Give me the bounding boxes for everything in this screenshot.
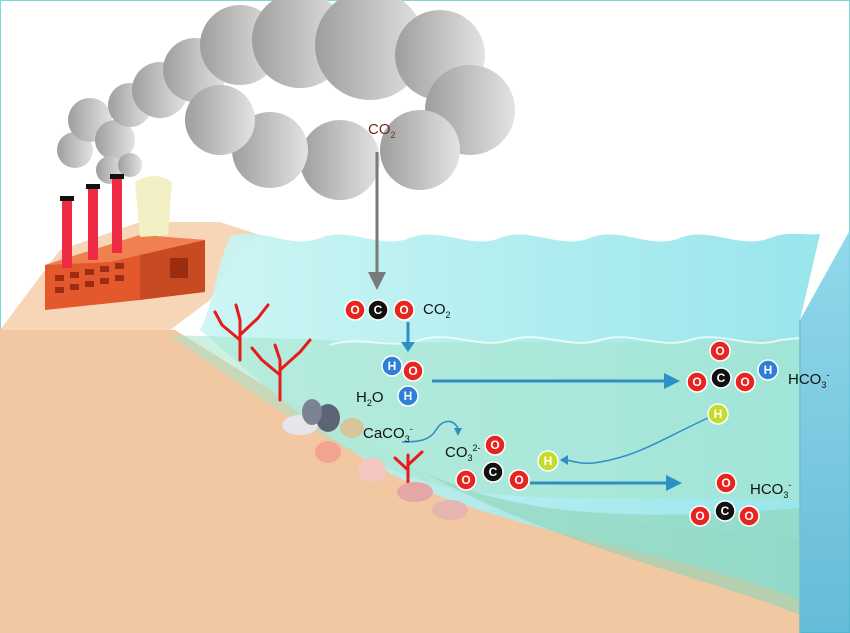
carbon-atom: C [710, 367, 732, 389]
water-to-bicarbonate-arrow [432, 373, 680, 389]
hydrogen-atom-circle [381, 355, 403, 377]
smoke-cloud [57, 0, 515, 200]
oxygen-atom-circle [686, 371, 708, 393]
oxygen-atom-circle [689, 505, 711, 527]
hydrogen-atom-circle [757, 359, 779, 381]
hydrogen-atom-letter: H [404, 389, 413, 403]
carbon-atom-circle [710, 367, 732, 389]
hydrogen-atom: H [757, 359, 779, 381]
oxygen-atom-circle [738, 505, 760, 527]
red-coral [213, 303, 424, 487]
hydrogen-ion-letter: H [714, 407, 723, 421]
hco3-bottom-label: HCO3- [750, 480, 792, 500]
shallow-water-green [170, 335, 800, 500]
carbon-atom: C [482, 461, 504, 483]
oxygen-atom-letter: O [721, 476, 730, 490]
hydrogen-ion-circle [537, 450, 559, 472]
oxygen-atom: O [393, 299, 415, 321]
oxygen-atom-circle [508, 469, 530, 491]
ocean-side-face [800, 230, 850, 633]
hydrogen-release-curve-arrow [566, 417, 709, 464]
carbon-atom-circle [714, 500, 736, 522]
oxygen-atom-letter: O [740, 375, 749, 389]
water-bottom-green [420, 470, 800, 615]
bicarbonate-molecule-bottom: O C O O [689, 472, 760, 527]
calcium-carbonate-curve-arrow [401, 420, 459, 443]
oxygen-atom: O [689, 505, 711, 527]
oxygen-atom: O [715, 472, 737, 494]
oxygen-atom: O [344, 299, 366, 321]
shells [282, 399, 468, 520]
oxygen-atom-letter: O [715, 344, 724, 358]
caco3-label: CaCO3- [363, 424, 413, 444]
carbonate-molecule: O C O O [455, 434, 530, 491]
oxygen-atom-letter: O [408, 364, 417, 378]
oxygen-atom: O [709, 340, 731, 362]
water-molecule: H O H [381, 355, 424, 407]
free-hydrogen-ion-right: H [707, 403, 729, 425]
oxygen-atom-letter: O [490, 438, 499, 452]
carbon-atom-letter: C [374, 303, 383, 317]
oxygen-atom: O [484, 434, 506, 456]
co3-label: CO32- [445, 443, 481, 463]
oxygen-atom-circle [484, 434, 506, 456]
oxygen-atom-letter: O [695, 509, 704, 523]
subsurface-wave [329, 336, 801, 346]
free-hydrogen-ion-left: H [537, 450, 559, 472]
hydrogen-atom: H [397, 385, 419, 407]
carbon-atom: C [714, 500, 736, 522]
oxygen-atom-letter: O [744, 509, 753, 523]
hydrogen-ion-circle [707, 403, 729, 425]
co2-surface-label: CO2 [423, 301, 451, 320]
carbon-atom-circle [367, 299, 389, 321]
hco3-top-label: HCO3- [788, 370, 830, 390]
carbon-atom: C [367, 299, 389, 321]
bicarbonate-molecule-top: O O C O H [686, 340, 779, 393]
oxygen-atom: O [508, 469, 530, 491]
oxygen-atom: O [734, 371, 756, 393]
oxygen-atom: O [455, 469, 477, 491]
hydrogen-ion: H [707, 403, 729, 425]
oxygen-atom-circle [734, 371, 756, 393]
oxygen-atom: O [738, 505, 760, 527]
factory-illustration [45, 174, 205, 310]
oxygen-atom-letter: O [514, 473, 523, 487]
oxygen-atom-circle [402, 360, 424, 382]
oxygen-atom: O [402, 360, 424, 382]
co2-cloud-label: CO2 [368, 121, 396, 140]
dissolve-arrow [401, 322, 415, 352]
oxygen-atom-letter: O [461, 473, 470, 487]
oxygen-atom-circle [344, 299, 366, 321]
oxygen-atom-circle [715, 472, 737, 494]
oxygen-atom-circle [455, 469, 477, 491]
seafloor-land [0, 330, 800, 633]
oxygen-atom-circle [709, 340, 731, 362]
carbon-atom-letter: C [721, 504, 730, 518]
hydrogen-atom-circle [397, 385, 419, 407]
oxygen-atom-letter: O [692, 375, 701, 389]
gray-co2-arrow [368, 152, 386, 290]
calcium-carbonate-arrowhead [454, 428, 462, 436]
oxygen-atom: O [686, 371, 708, 393]
carbon-atom-letter: C [717, 371, 726, 385]
hydrogen-release-arrowhead [560, 455, 568, 465]
hydrogen-ion: H [537, 450, 559, 472]
carbon-atom-circle [482, 461, 504, 483]
oxygen-atom-circle [393, 299, 415, 321]
oxygen-atom-letter: O [350, 303, 359, 317]
hydrogen-ion-letter: H [544, 454, 553, 468]
hydrogen-atom: H [381, 355, 403, 377]
hydrogen-atom-letter: H [388, 359, 397, 373]
co2-molecule: O C O [344, 299, 415, 321]
carbonate-to-bicarbonate-arrow [530, 475, 682, 491]
carbon-atom-letter: C [489, 465, 498, 479]
oxygen-atom-letter: O [399, 303, 408, 317]
hydrogen-atom-letter: H [764, 363, 773, 377]
h2o-label: H2O [356, 389, 384, 408]
